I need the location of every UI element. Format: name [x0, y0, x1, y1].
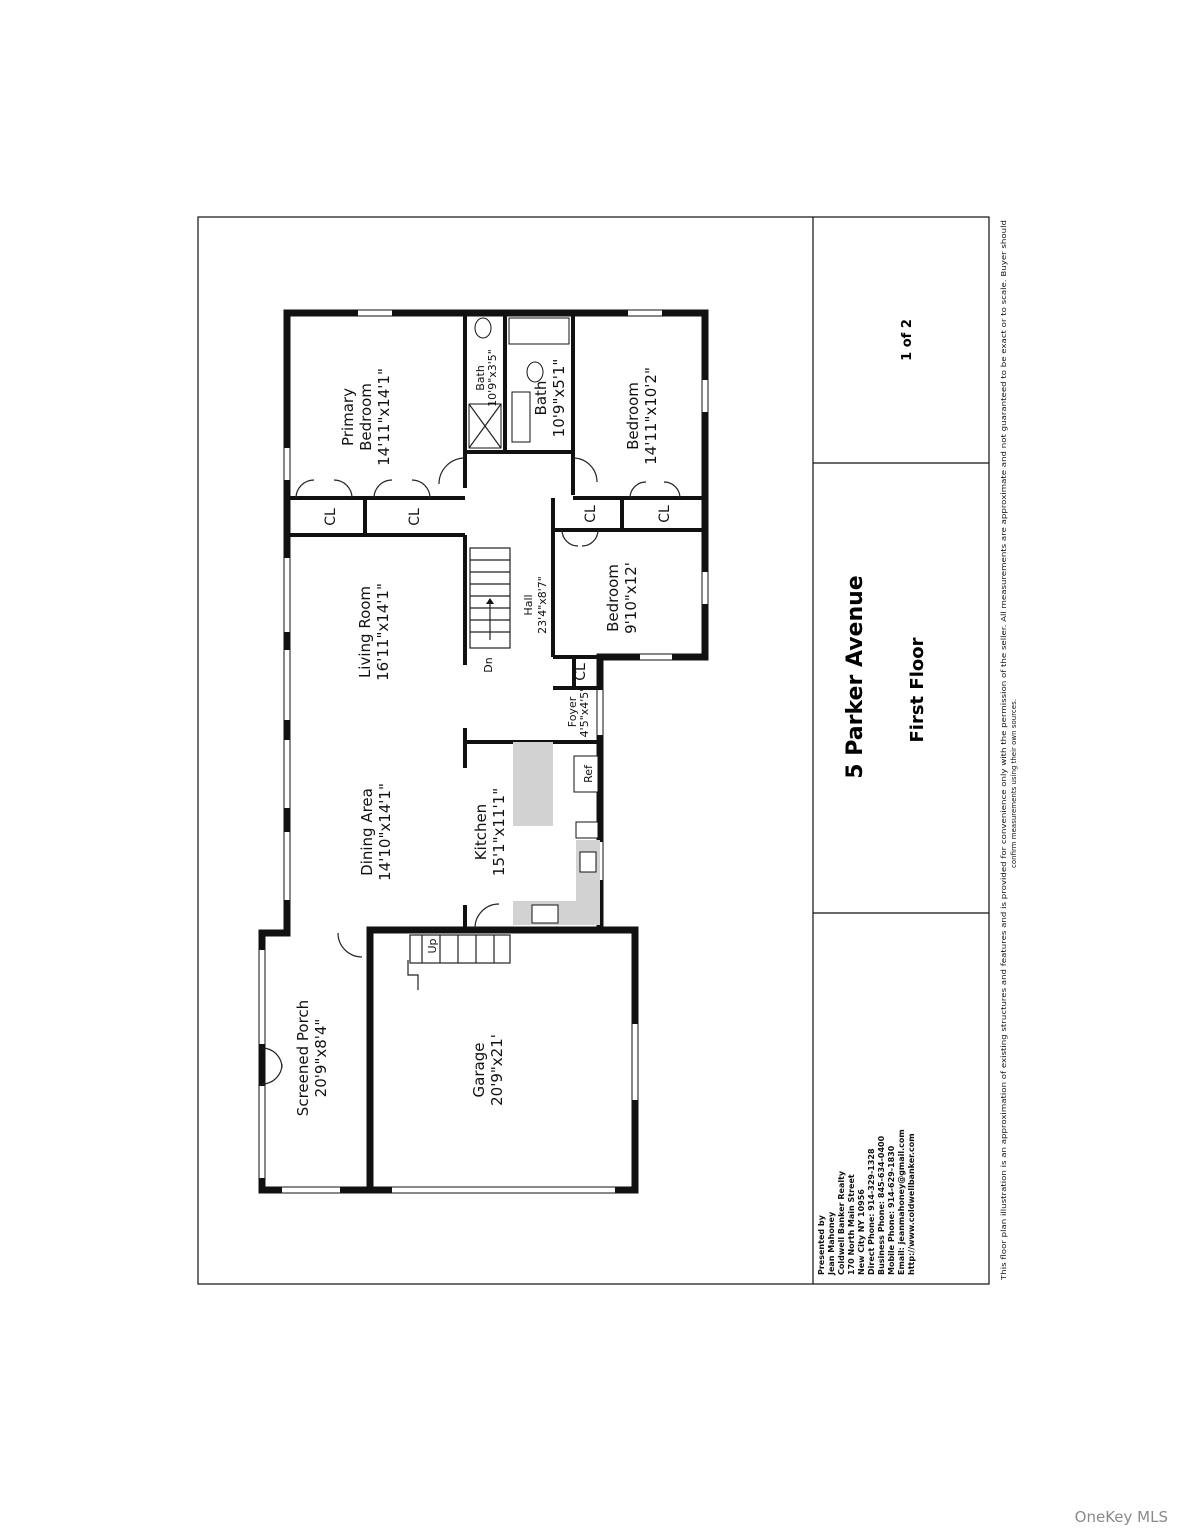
- interior-walls: [287, 313, 705, 928]
- kitchen-name: Kitchen: [472, 804, 490, 860]
- floor-name: First Floor: [907, 637, 928, 742]
- presenter-line-6: Direct Phone: 914-329-1328: [867, 1148, 876, 1275]
- bedroom-2-size: 9'10"x12': [622, 562, 640, 634]
- room-labels: Primary Bedroom 14'11"x14'1" Bath 10'9"x…: [294, 349, 673, 1116]
- closet-label-4: CL: [657, 505, 673, 523]
- hall-size: 23'4"x8'7": [536, 576, 549, 634]
- refrigerator: [573, 755, 599, 793]
- closet-label-3: CL: [583, 505, 599, 523]
- toilet-2: [526, 361, 544, 383]
- presenter-line-1: Presented by: [817, 1214, 826, 1275]
- bedroom-2-name: Bedroom: [604, 564, 622, 632]
- garage-name: Garage: [470, 1043, 488, 1098]
- toilet: [474, 317, 492, 339]
- presenter-line-10: http://www.coldwellbanker.com: [907, 1133, 916, 1275]
- screened-porch-size: 20'9"x8'4": [312, 1019, 330, 1098]
- dining-area-name: Dining Area: [358, 788, 376, 876]
- fridge-label: Ref: [582, 764, 595, 783]
- living-room-size: 16'11"x14'1": [374, 583, 392, 681]
- mls-watermark: OneKey MLS: [1074, 1508, 1168, 1526]
- kitchen-fixtures: [513, 742, 600, 925]
- stairs-down-label: Dn: [482, 657, 495, 672]
- presenter-line-9: Email: jeanmahoney@gmail.com: [897, 1129, 906, 1275]
- dishwasher: [575, 821, 599, 839]
- kitchen-island: [513, 742, 553, 826]
- disclaimer-line-2: confirm measurements using their own sou…: [1010, 699, 1018, 868]
- doors: [261, 457, 681, 1085]
- floor-plan: Primary Bedroom 14'11"x14'1" Bath 10'9"x…: [258, 309, 709, 1194]
- bath-fixtures: [468, 317, 570, 449]
- foyer-name: Foyer: [566, 696, 579, 727]
- foyer-size: 4'5"x4'5": [578, 687, 591, 738]
- page-border: [197, 216, 990, 1285]
- living-room-name: Living Room: [356, 586, 374, 678]
- kitchen-size: 15'1"x11'1": [490, 788, 508, 876]
- closet-label-5: CL: [573, 663, 589, 681]
- stove: [531, 904, 559, 924]
- presenter-line-3: Coldwell Banker Realty: [837, 1170, 846, 1275]
- primary-bedroom-size: 14'11"x14'1": [375, 368, 393, 466]
- property-address: 5 Parker Avenue: [843, 575, 868, 778]
- vanity: [511, 391, 531, 443]
- bedroom-1-name: Bedroom: [624, 382, 642, 450]
- hall-name: Hall: [522, 594, 535, 615]
- bath-size: 10'9"x5'1": [550, 359, 568, 438]
- dining-area-size: 14'10"x14'1": [376, 783, 394, 881]
- disclaimer-line-1: This floor plan illustration is an appro…: [1000, 220, 1008, 1281]
- stairs-up-label: Up: [426, 938, 439, 953]
- primary-bedroom-name: Primary: [339, 388, 357, 446]
- screened-porch-name: Screened Porch: [294, 1000, 312, 1116]
- closet-label-2: CL: [407, 508, 423, 526]
- presenter-line-5: New City NY 10956: [857, 1189, 866, 1275]
- presenter-line-7: Business Phone: 845-634-0400: [877, 1135, 886, 1275]
- bedroom-1-size: 14'11"x10'2": [642, 367, 660, 465]
- presenter-line-2: Jean Mahoney: [827, 1211, 836, 1276]
- garage-size: 20'9"x21': [488, 1034, 506, 1106]
- bath-small-name: Bath: [474, 365, 487, 391]
- primary-bedroom-name-2: Bedroom: [357, 383, 375, 451]
- kitchen-sink: [579, 851, 597, 873]
- page-number: 1 of 2: [900, 319, 915, 361]
- presenter-line-8: Mobile Phone: 914-629-1830: [887, 1145, 896, 1275]
- stairs: [407, 547, 511, 990]
- title-block: 1 of 2 5 Parker Avenue First Floor Prese…: [817, 220, 1018, 1281]
- closet-label-1: CL: [323, 508, 339, 526]
- presenter-line-4: 170 North Main Street: [847, 1174, 856, 1275]
- bathtub: [508, 317, 570, 345]
- bath-small-size: 10'9"x3'5": [486, 349, 499, 407]
- bath-name: Bath: [532, 381, 550, 416]
